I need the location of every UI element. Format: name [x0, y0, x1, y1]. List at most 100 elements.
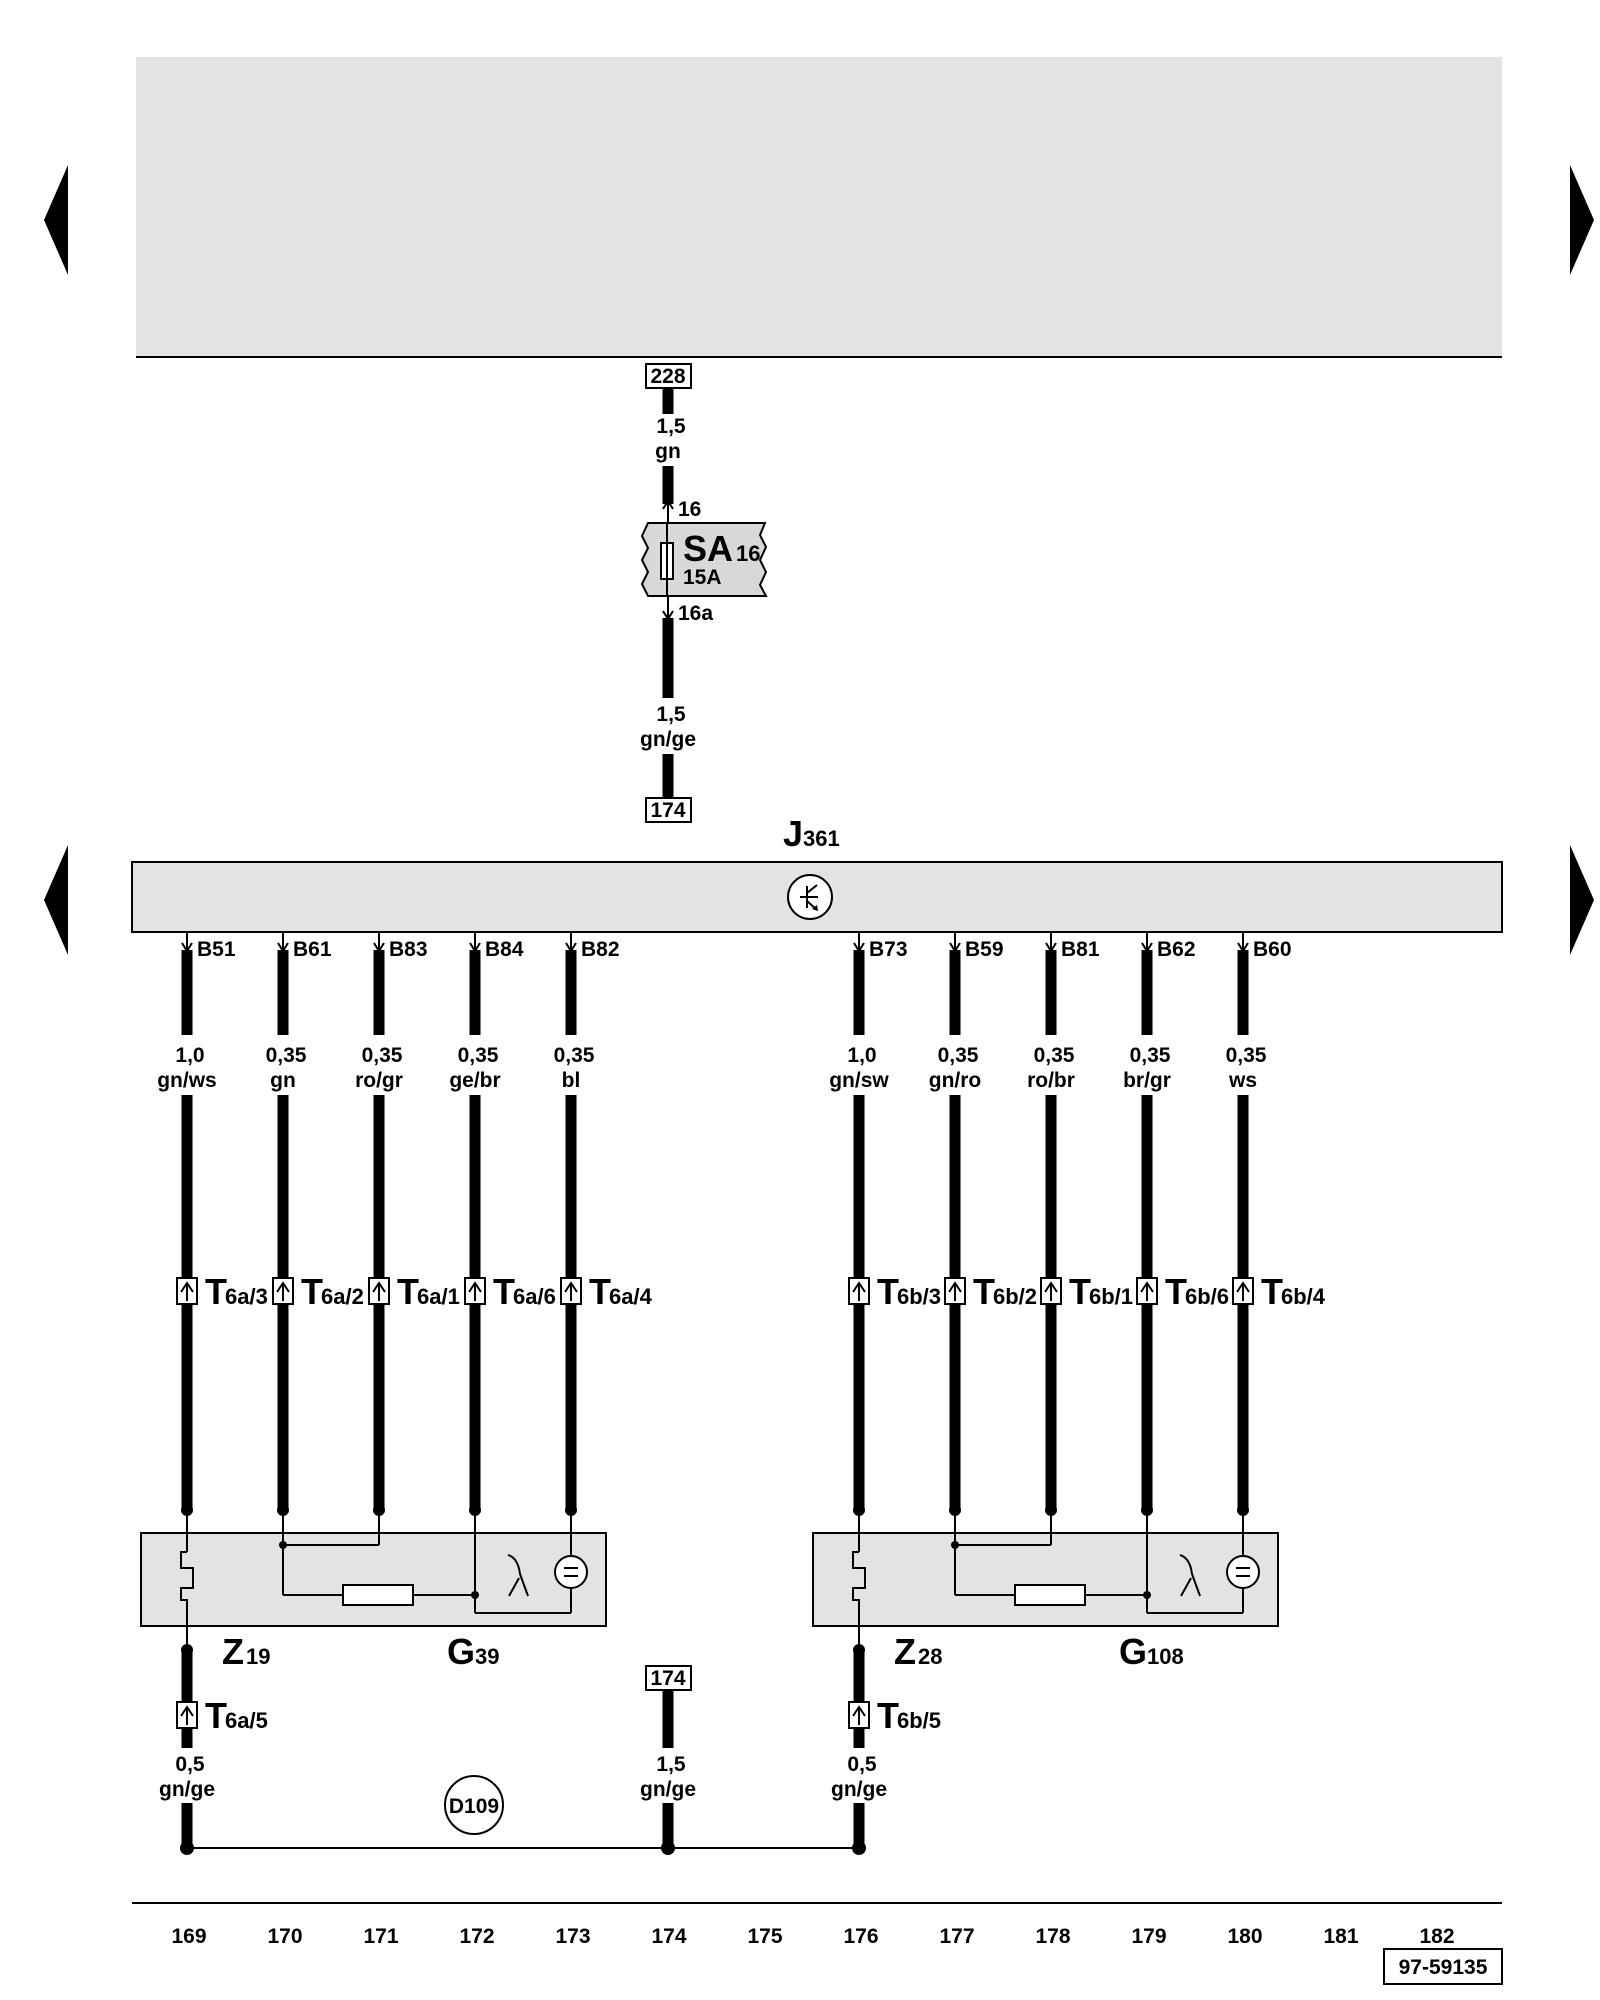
wire-size-label: 1,0: [847, 1044, 876, 1067]
track-number: 179: [1131, 1925, 1166, 1948]
right-pin-group: B73 1,0 gn/sw T 6b/3 B59 0,35 gn/ro T 6b…: [829, 932, 1326, 1510]
pin-label: B60: [1253, 938, 1292, 961]
wire-color-label: gn/ge: [640, 728, 696, 751]
track-number: 174: [651, 1925, 686, 1948]
connector-name: T: [397, 1271, 419, 1312]
track-number: 175: [747, 1925, 782, 1948]
track-number: 182: [1419, 1925, 1454, 1948]
fuse-name: SA: [683, 528, 733, 569]
track-number: 171: [363, 1925, 398, 1948]
connector-name: T: [973, 1271, 995, 1312]
ground-wire-middle[interactable]: 174 1,5 gn/ge: [640, 1665, 696, 1848]
wire-color-label: ro/br: [1027, 1069, 1075, 1092]
top-component-area: [136, 57, 1502, 357]
wire-color-label: gn/ws: [157, 1069, 217, 1092]
wire-color-label: ge/br: [449, 1069, 500, 1092]
wire-size-label: 1,5: [656, 415, 686, 438]
connector-sub: 6a/4: [609, 1284, 653, 1309]
wire-channel-b83[interactable]: B83 0,35 ro/gr T 6a/1: [355, 932, 460, 1510]
control-unit-name: J: [783, 813, 803, 854]
pin-label: B83: [389, 938, 428, 961]
pin-label: B51: [197, 938, 236, 961]
connector-name: T: [205, 1695, 227, 1736]
left-pin-group: B51 1,0 gn/ws T 6a/3 B61 0,35 gn T 6a/2: [157, 932, 653, 1510]
connector-sub: 6a/2: [321, 1284, 364, 1309]
lambda-icon: [1179, 1554, 1201, 1597]
connector-name: T: [493, 1271, 515, 1312]
wire-color-label: gn/ge: [159, 1778, 215, 1801]
fuse-rating: 15A: [683, 566, 722, 589]
track-number: 172: [459, 1925, 494, 1948]
next-page-arrow-top[interactable]: [1570, 165, 1594, 275]
wire-color-label: gn/ge: [640, 1778, 696, 1801]
connector-sub: 6a/3: [225, 1284, 268, 1309]
wire-channel-b82[interactable]: B82 0,35 bl T 6a/4: [554, 932, 653, 1510]
connector-name: T: [301, 1271, 323, 1312]
wire-channel-b84[interactable]: B84 0,35 ge/br T 6a/6: [449, 932, 556, 1510]
connector-name: T: [1165, 1271, 1187, 1312]
wire-size-label: 0,5: [847, 1753, 877, 1776]
wire-channel-b51[interactable]: B51 1,0 gn/ws T 6a/3: [157, 932, 268, 1510]
track-number: 178: [1035, 1925, 1070, 1948]
connector-sub: 6b/3: [897, 1284, 941, 1309]
prev-page-arrow-middle[interactable]: [44, 845, 68, 955]
wire-color-label: gn/ge: [831, 1778, 887, 1801]
pin-label: B61: [293, 938, 332, 961]
ref-box-174[interactable]: [645, 797, 692, 823]
heater-element-icon: [180, 1551, 194, 1648]
connector-sub: 6b/4: [1281, 1284, 1326, 1309]
lambda-icon: [507, 1554, 529, 1597]
wire-channel-b60[interactable]: B60 0,35 ws T 6b/4: [1226, 932, 1326, 1510]
sensor-g-name: G: [447, 1631, 475, 1672]
connector-name: T: [589, 1271, 611, 1312]
doc-id-box: [1383, 1948, 1503, 1985]
sensor-unit-right[interactable]: Z 28 G 108: [812, 1504, 1279, 1672]
pin-label: B73: [869, 938, 908, 961]
wire-color-label: gn/ro: [929, 1069, 982, 1092]
track-number: 177: [939, 1925, 974, 1948]
wire-color-label: br/gr: [1123, 1069, 1171, 1092]
wire-channel-b59[interactable]: B59 0,35 gn/ro T 6b/2: [929, 932, 1037, 1510]
fuse-in-pin: 16: [678, 498, 701, 521]
track-number: 170: [267, 1925, 302, 1948]
connector-sub: 6a/1: [417, 1284, 460, 1309]
ref-label-174: 174: [650, 799, 685, 822]
control-unit-index: 361: [803, 826, 840, 851]
ground-point-icon[interactable]: [444, 1775, 504, 1835]
wire-channel-b62[interactable]: B62 0,35 br/gr T 6b/6: [1123, 932, 1229, 1510]
prev-page-arrow-top[interactable]: [44, 165, 68, 275]
pin-label: B82: [581, 938, 620, 961]
pin-label: B62: [1157, 938, 1196, 961]
wire-size-label: 0,35: [1130, 1044, 1171, 1067]
voltage-source-icon: [554, 1555, 588, 1589]
connector-sub: 6b/6: [1185, 1284, 1229, 1309]
wire-size-label: 1,0: [175, 1044, 204, 1067]
track-number: 169: [171, 1925, 206, 1948]
connector-sub: 6b/5: [897, 1708, 941, 1733]
ground-wire-right[interactable]: T 6b/5 0,5 gn/ge: [831, 1644, 941, 1848]
resistor-icon: [342, 1584, 414, 1606]
ground-wire-left[interactable]: T 6a/5 0,5 gn/ge: [159, 1644, 268, 1848]
connector-name: T: [1069, 1271, 1091, 1312]
voltage-source-icon: [1226, 1555, 1260, 1589]
fuse-index: 16: [736, 541, 760, 566]
wire-size-label: 1,5: [656, 703, 686, 726]
doc-id: 97-59135: [1399, 1956, 1488, 1979]
resistor-icon: [1014, 1584, 1086, 1606]
connector-sub: 6b/2: [993, 1284, 1037, 1309]
track-number: 176: [843, 1925, 878, 1948]
next-page-arrow-middle[interactable]: [1570, 845, 1594, 955]
wire-size-label: 0,35: [458, 1044, 499, 1067]
wire-color-label: gn: [655, 440, 681, 463]
wire-channel-b81[interactable]: B81 0,35 ro/br T 6b/1: [1027, 932, 1133, 1510]
wire-size-label: 1,5: [656, 1753, 686, 1776]
ref-label-174-bottom: 174: [650, 1667, 685, 1690]
connector-sub: 6a/6: [513, 1284, 556, 1309]
sensor-z-index: 19: [246, 1644, 270, 1669]
sensor-g-index: 39: [475, 1644, 499, 1669]
wire-channel-b73[interactable]: B73 1,0 gn/sw T 6b/3: [829, 932, 941, 1510]
track-number: 173: [555, 1925, 590, 1948]
wire-channel-b61[interactable]: B61 0,35 gn T 6a/2: [266, 932, 364, 1510]
sensor-unit-left[interactable]: Z 19 G 39: [140, 1504, 607, 1672]
wire-size-label: 0,5: [175, 1753, 205, 1776]
